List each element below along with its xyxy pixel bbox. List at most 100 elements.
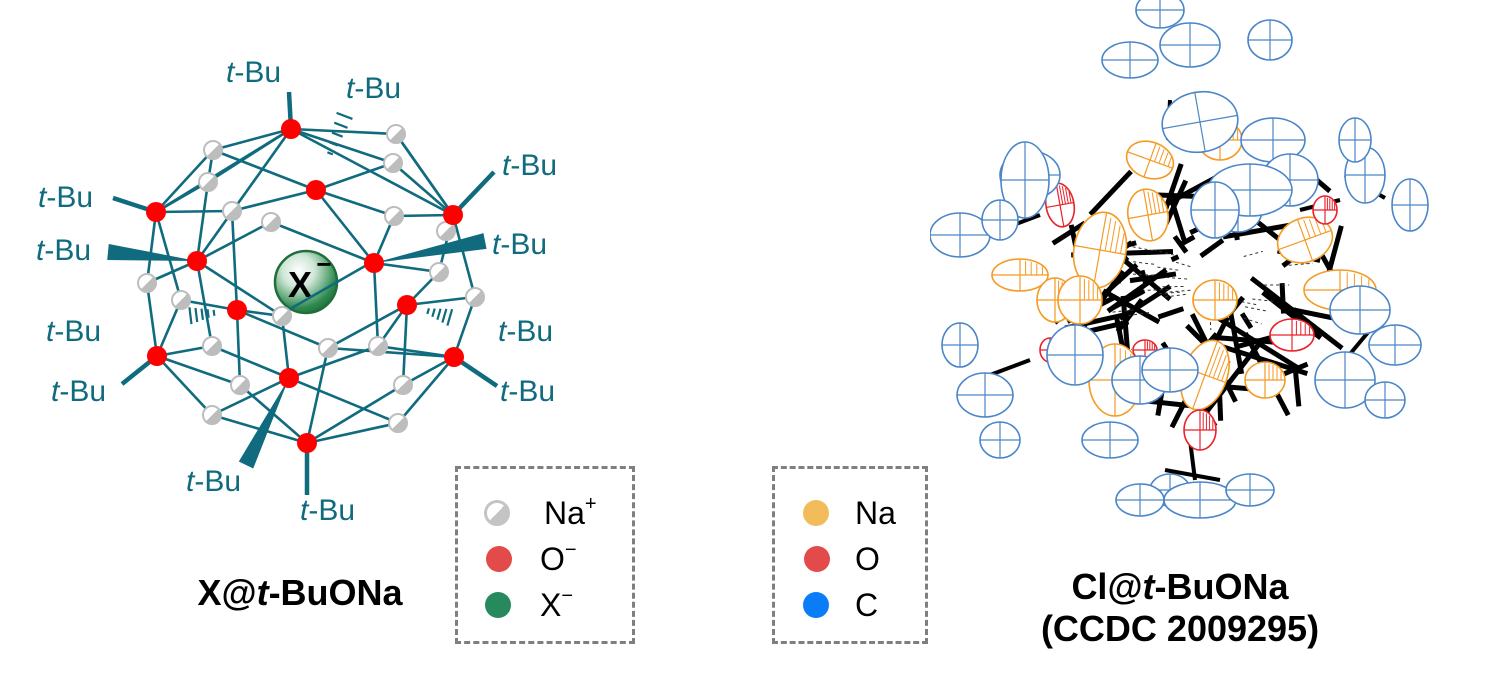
caption-left-italic: t bbox=[256, 572, 269, 613]
caption-right-line2: (CCDC 2009295) bbox=[1040, 608, 1320, 649]
ortep-contact bbox=[1129, 273, 1154, 276]
oxygen-atom bbox=[147, 346, 167, 366]
carbon-ellipsoid bbox=[1338, 117, 1372, 163]
x-minus-icon bbox=[485, 592, 511, 618]
carbon-ellipsoid bbox=[1314, 351, 1376, 409]
caption-left-suffix: -BuONa bbox=[268, 572, 403, 613]
bond bbox=[452, 296, 477, 358]
carbon-ellipsoid bbox=[1135, 0, 1185, 29]
bond bbox=[156, 355, 213, 416]
legend-label-o-el: O bbox=[855, 541, 880, 577]
ortep-contact bbox=[1155, 266, 1179, 271]
ortep-contact bbox=[1288, 262, 1314, 266]
bond bbox=[195, 128, 293, 262]
carbon-ellipsoid bbox=[1247, 19, 1293, 61]
tbu-hash-bond bbox=[212, 309, 216, 316]
o-icon bbox=[804, 546, 830, 572]
bond bbox=[288, 344, 379, 380]
oxygen-atom bbox=[187, 251, 207, 271]
bond bbox=[314, 189, 376, 264]
na-icon bbox=[803, 500, 829, 526]
sodium-atom bbox=[198, 172, 218, 192]
bond bbox=[392, 162, 454, 216]
carbon-ellipsoid bbox=[1329, 285, 1391, 335]
tbu-hash-bond bbox=[331, 131, 344, 138]
carbon-ellipsoid bbox=[1225, 473, 1275, 507]
oxygen-ellipsoid bbox=[1312, 195, 1338, 225]
sodium-ellipsoid bbox=[1276, 216, 1334, 264]
carbon-ellipsoid bbox=[1391, 178, 1429, 232]
tbu-hash-bond bbox=[333, 121, 348, 129]
atoms bbox=[137, 119, 485, 453]
bond bbox=[156, 354, 241, 387]
oxygen-ellipsoid bbox=[1183, 409, 1217, 451]
bond bbox=[327, 346, 455, 359]
tbu-hash-bond bbox=[441, 308, 448, 323]
ortep-bond bbox=[1239, 312, 1254, 330]
ortep-contact bbox=[1162, 293, 1186, 298]
carbon-ellipsoid bbox=[1161, 90, 1239, 154]
legend-charge-na: + bbox=[584, 493, 597, 515]
sodium-ellipsoid bbox=[1126, 188, 1170, 242]
bond bbox=[288, 376, 399, 425]
oxygen-atom bbox=[306, 180, 326, 200]
bond bbox=[306, 421, 399, 445]
tbu-wedge-bond bbox=[107, 244, 197, 261]
ortep-bond bbox=[1228, 311, 1245, 375]
c-icon bbox=[803, 592, 829, 618]
caption-left: X@t-BuONa bbox=[160, 572, 440, 614]
bond bbox=[401, 304, 409, 386]
bond bbox=[145, 211, 158, 284]
sodium-atom bbox=[230, 375, 250, 395]
tbu-label: t-Bu bbox=[36, 234, 91, 267]
bond bbox=[155, 180, 209, 214]
caption-right-italic: t bbox=[1142, 566, 1155, 607]
oxygen-atom bbox=[297, 433, 317, 453]
crystal-structure-ortep bbox=[930, 0, 1429, 519]
sodium-ellipsoid bbox=[1057, 275, 1103, 325]
bond bbox=[155, 149, 214, 213]
legend-item-na-plus: Na+ bbox=[458, 493, 632, 533]
bond bbox=[290, 127, 394, 165]
bond bbox=[306, 383, 404, 445]
legend-charge-x: − bbox=[561, 585, 574, 607]
bond bbox=[230, 210, 239, 311]
caption-right: Cl@t-BuONa (CCDC 2009295) bbox=[980, 566, 1380, 650]
carbon-ellipsoid bbox=[1101, 41, 1159, 79]
bond bbox=[372, 262, 380, 347]
legend-ions: Na+ O− X− bbox=[455, 466, 635, 644]
sodium-atom bbox=[388, 413, 408, 433]
carbon-ellipsoid bbox=[981, 199, 1019, 241]
tbu-hash-bond bbox=[446, 308, 454, 326]
ortep-bond bbox=[1139, 269, 1149, 287]
bond bbox=[406, 295, 476, 307]
tbu-hash-bond bbox=[326, 151, 334, 156]
tbu-wedge-bond bbox=[374, 233, 487, 263]
ortep-contact bbox=[1126, 312, 1150, 317]
oxygen-atom bbox=[364, 253, 384, 273]
caption-right-prefix: Cl@ bbox=[1071, 566, 1143, 607]
legend-label-na-el: Na bbox=[855, 495, 896, 531]
sodium-atom bbox=[261, 212, 281, 232]
carbon-ellipsoid bbox=[979, 421, 1021, 459]
tbu-hash-bond bbox=[336, 111, 353, 120]
na-plus-icon bbox=[484, 500, 510, 526]
ortep-contact bbox=[1155, 291, 1180, 295]
ortep-contact bbox=[1166, 289, 1191, 293]
central-anion: X − bbox=[273, 249, 373, 315]
bond bbox=[211, 376, 290, 417]
ortep-bond bbox=[1249, 276, 1344, 351]
bond bbox=[315, 188, 395, 218]
legend-item-x-minus: X− bbox=[458, 585, 632, 625]
ortep-contact bbox=[1245, 306, 1267, 312]
legend-item-na: Na bbox=[775, 493, 925, 533]
bond bbox=[270, 220, 375, 265]
carbon-ellipsoid bbox=[941, 322, 979, 368]
ortep-atoms bbox=[930, 0, 1429, 519]
sodium-atom bbox=[171, 290, 191, 310]
sodium-atom bbox=[318, 338, 338, 358]
carbon-ellipsoid bbox=[1115, 483, 1165, 517]
bond bbox=[373, 261, 440, 274]
carbon-ellipsoid bbox=[1163, 481, 1237, 519]
